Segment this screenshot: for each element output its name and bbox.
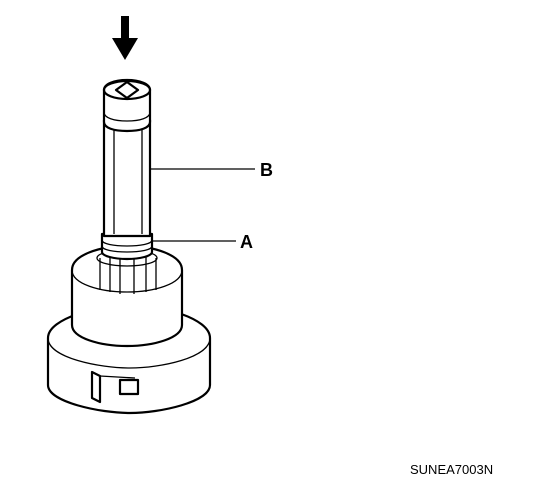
callout-leaders (150, 168, 255, 242)
shaft-tool (102, 78, 152, 238)
callout-label-a: A (240, 232, 253, 252)
arrow-down-icon (112, 16, 138, 60)
stop-ring (100, 232, 154, 261)
callout-label-b: B (260, 160, 273, 180)
drive-collar (70, 244, 184, 348)
figure-code: SUNEA7003N (410, 462, 493, 477)
